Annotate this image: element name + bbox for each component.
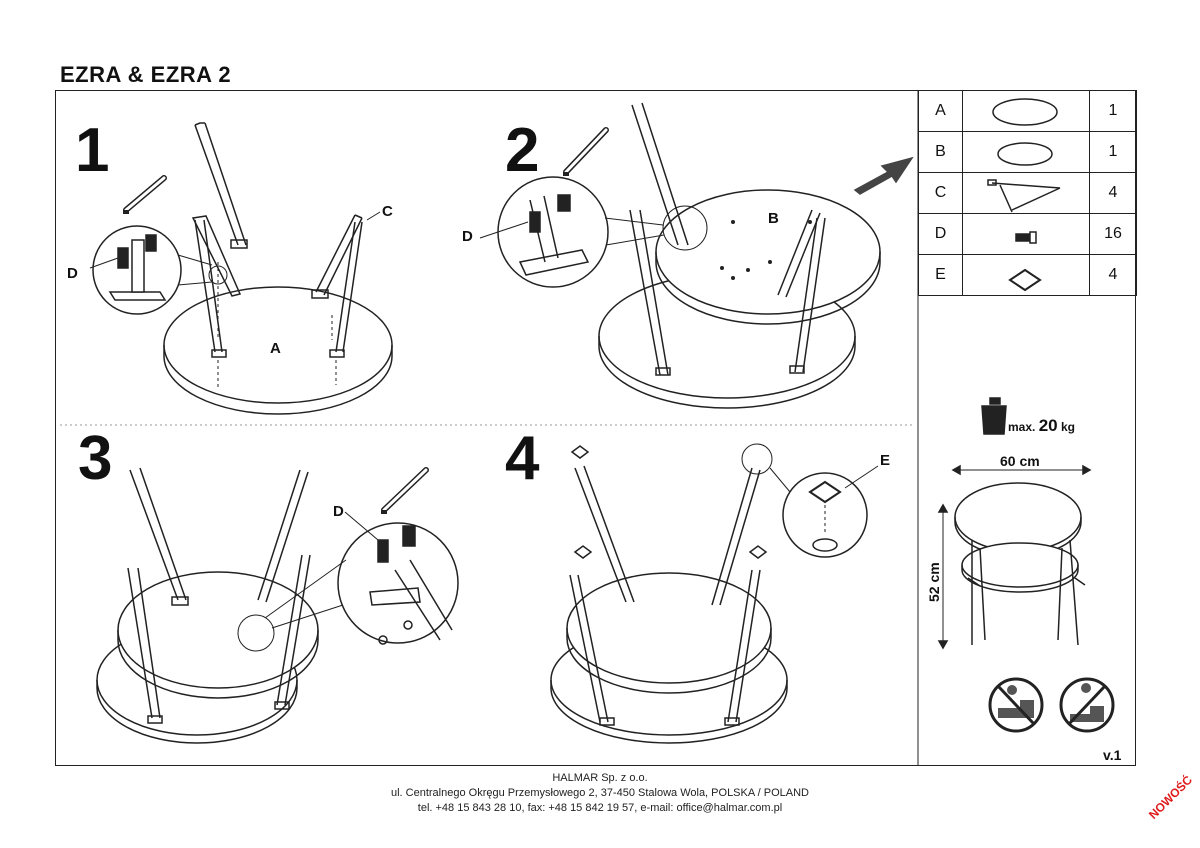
height-dimension: 52 cm — [926, 562, 942, 602]
footer-address: ul. Centralnego Okręgu Przemysłowego 2, … — [390, 787, 809, 799]
part-icon-cell — [962, 172, 1090, 214]
max-load-prefix: max. — [1008, 420, 1036, 434]
step-1-label-d: D — [67, 265, 78, 282]
part-qty: 16 — [1089, 213, 1137, 255]
footer-contact: tel. +48 15 843 28 10, fax: +48 15 842 1… — [417, 802, 783, 814]
part-letter: C — [918, 172, 963, 214]
max-load-value: 20 — [1038, 416, 1058, 435]
width-dimension: 60 cm — [1000, 453, 1040, 469]
step-2-number: 2 — [505, 116, 540, 185]
part-qty: 4 — [1089, 254, 1137, 296]
step-3-label-d: D — [333, 503, 344, 520]
part-qty: 4 — [1089, 172, 1137, 214]
step4-drawing — [550, 443, 879, 744]
part-icon-cell — [962, 131, 1090, 173]
parts-row: D 16 — [918, 213, 1137, 255]
footer-company: HALMAR Sp. z o.o. — [552, 772, 648, 784]
part-letter: B — [918, 131, 963, 173]
part-letter: A — [918, 90, 963, 132]
step-2-label-d: D — [462, 228, 473, 245]
part-qty: 1 — [1089, 90, 1137, 132]
step3-drawing — [96, 467, 459, 744]
no-stand-icon — [988, 677, 1044, 733]
part-icon-cell — [962, 254, 1090, 296]
max-load-label: max. 20 kg — [1008, 416, 1075, 436]
step2-drawing — [479, 102, 914, 409]
part-icon-cell — [962, 213, 1090, 255]
part-qty: 1 — [1089, 131, 1137, 173]
table-dimension-drawing — [937, 464, 1092, 650]
step1-drawing — [89, 122, 393, 415]
part-letter: D — [918, 213, 963, 255]
step-4-number: 4 — [505, 424, 540, 493]
document-title: EZRA & EZRA 2 — [60, 62, 232, 87]
version-label: v.1 — [1103, 747, 1122, 763]
no-climb-icon — [1059, 677, 1115, 733]
step-4-label-e: E — [880, 452, 891, 469]
step-1-label-a: A — [270, 340, 281, 357]
part-icon-cell — [962, 90, 1090, 132]
max-load-unit: kg — [1060, 420, 1075, 434]
step-1-label-c: C — [382, 203, 393, 220]
part-letter: E — [918, 254, 963, 296]
weight-icon — [981, 397, 1007, 435]
step-2-label-b: B — [768, 210, 779, 227]
step-1-number: 1 — [75, 116, 110, 185]
step-3-number: 3 — [78, 424, 113, 493]
instructions-frame — [55, 90, 1136, 766]
